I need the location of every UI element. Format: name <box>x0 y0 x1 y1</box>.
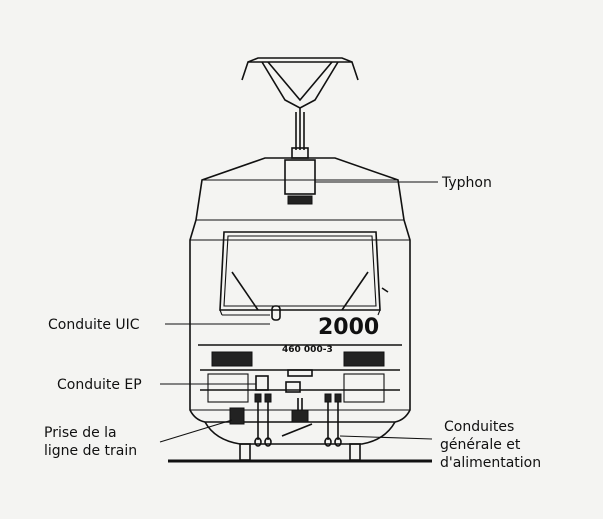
label-conduites-line3: d'alimentation <box>440 455 541 471</box>
label-conduites-line1: Conduites <box>444 419 514 435</box>
registration-number: 460 000-3 <box>282 345 333 355</box>
leader-lines <box>159 181 438 443</box>
locomotive-number: 2000 <box>318 315 379 340</box>
central-coupler <box>291 409 309 423</box>
label-prise-line1: Prise de la <box>44 425 117 441</box>
label-typhon: Typhon <box>441 175 492 191</box>
label-prise-line2: ligne de train <box>44 443 137 459</box>
typhon-housing <box>284 159 316 195</box>
locomotive-body <box>189 157 411 461</box>
left-headlight <box>211 351 253 367</box>
right-headlight <box>343 351 385 367</box>
label-conduite-ep: Conduite EP <box>57 377 142 393</box>
ep-socket <box>255 375 269 391</box>
uic-socket <box>271 305 281 321</box>
label-conduite-uic: Conduite UIC <box>48 317 140 333</box>
pantograph <box>241 57 359 159</box>
train-line-socket <box>229 407 245 425</box>
label-conduites-line2: générale et <box>440 437 521 453</box>
coupler-head <box>285 381 301 393</box>
